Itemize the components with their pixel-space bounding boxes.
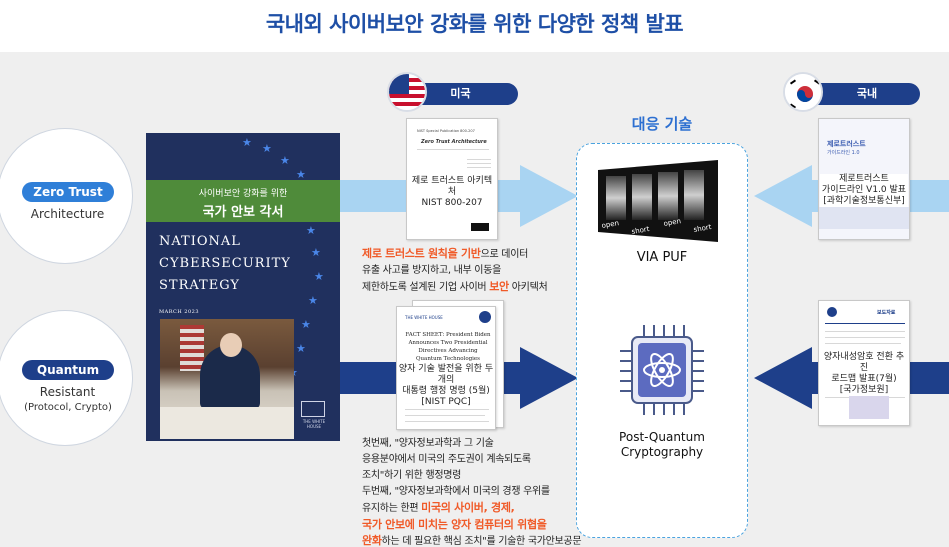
cover-title-3: STRATEGY: [159, 278, 240, 293]
cover-text-1: 제로트러스트: [827, 139, 866, 149]
person-head: [220, 333, 242, 357]
star-icon: ★: [262, 143, 272, 154]
cover-ko-big: 국가 안보 각서: [146, 201, 340, 220]
cover-text-2: 가이드라인 1.0: [827, 149, 860, 156]
white-house-icon: [301, 401, 325, 417]
star-icon: ★: [242, 137, 252, 148]
cover-korean-banner: 사이버보안 강화를 위한 국가 안보 각서: [146, 180, 340, 222]
usa-zero-trust-description: 제로 트러스트 원칙을 기반으로 데이터 유출 사고를 방지하고, 내부 이동을…: [362, 246, 572, 296]
via-puf-label: VIA PUF: [576, 250, 748, 265]
star-icon: ★: [314, 271, 324, 282]
nist-logo: [471, 223, 489, 231]
star-icon: ★: [306, 225, 316, 236]
doc-title-text: Zero Trust Architecture: [421, 139, 487, 145]
doc-header-text: THE WHITE HOUSE: [405, 315, 443, 320]
cover-footer: THE WHITE HOUSE: [296, 419, 332, 429]
korea-flag-icon: [783, 72, 823, 112]
usa-flag-icon: [387, 72, 427, 112]
pqc-label: Post-Quantum Cryptography: [576, 430, 748, 460]
cover-title-2: CYBERSECURITY: [159, 256, 291, 271]
star-icon: ★: [311, 247, 321, 258]
quantum-pill: Quantum: [22, 360, 114, 380]
nist-doc-label: 제로 트러스트 아키텍처 NIST 800-207: [408, 176, 496, 209]
white-house-seal-icon: [479, 311, 491, 323]
star-icon: ★: [308, 295, 318, 306]
doc-header-text: NIST Special Publication 800-207: [417, 129, 475, 133]
nis-emblem-icon: [827, 307, 837, 317]
flag-icon: [180, 325, 204, 371]
star-icon: ★: [296, 169, 306, 180]
star-icon: ★: [280, 155, 290, 166]
response-tech-title: 대응 기술: [576, 113, 748, 134]
via-puf-image: open short open short: [598, 160, 718, 242]
star-icon: ★: [301, 319, 311, 330]
fact-sheet-doc-label: 양자 기술 발전을 위한 두개의 대통령 행정 명령 (5월) [NIST PQ…: [398, 364, 494, 408]
usa-quantum-description: 첫번째, "양자정보과학과 그 기술 응용분야에서 미국의 주도권이 계속되도록…: [362, 436, 602, 547]
president-signing-photo: [160, 319, 294, 439]
zero-trust-pill: Zero Trust: [22, 182, 114, 202]
zero-trust-sub: Architecture: [10, 207, 125, 222]
cover-title-1: NATIONAL: [159, 234, 241, 249]
korea-zero-trust-doc-label: 제로트러스트 가이드라인 V1.0 발표 [과학기술정보통신부]: [820, 174, 908, 207]
press-release-label: 보도자료: [877, 309, 895, 316]
quantum-sub-2: (Protocol, Crypto): [4, 400, 132, 415]
national-cybersecurity-strategy-cover: ★ ★ ★ ★ ★ ★ ★ ★ ★ ★ ★ 사이버보안 강화를 위한 국가 안보…: [146, 133, 340, 441]
cover-ko-small: 사이버보안 강화를 위한: [146, 186, 340, 199]
desk: [160, 407, 294, 439]
quantum-sub-1: Resistant: [10, 385, 125, 400]
quantum-chip-icon: [620, 325, 704, 415]
star-icon: ★: [296, 343, 306, 354]
cover-date: MARCH 2023: [159, 309, 199, 315]
doc-title-text: FACT SHEET: President Biden Announces Tw…: [405, 331, 491, 363]
korea-pqc-doc-label: 양자내성암호 전환 추진 로드맵 발표(7월) [국가정보원]: [820, 352, 908, 396]
